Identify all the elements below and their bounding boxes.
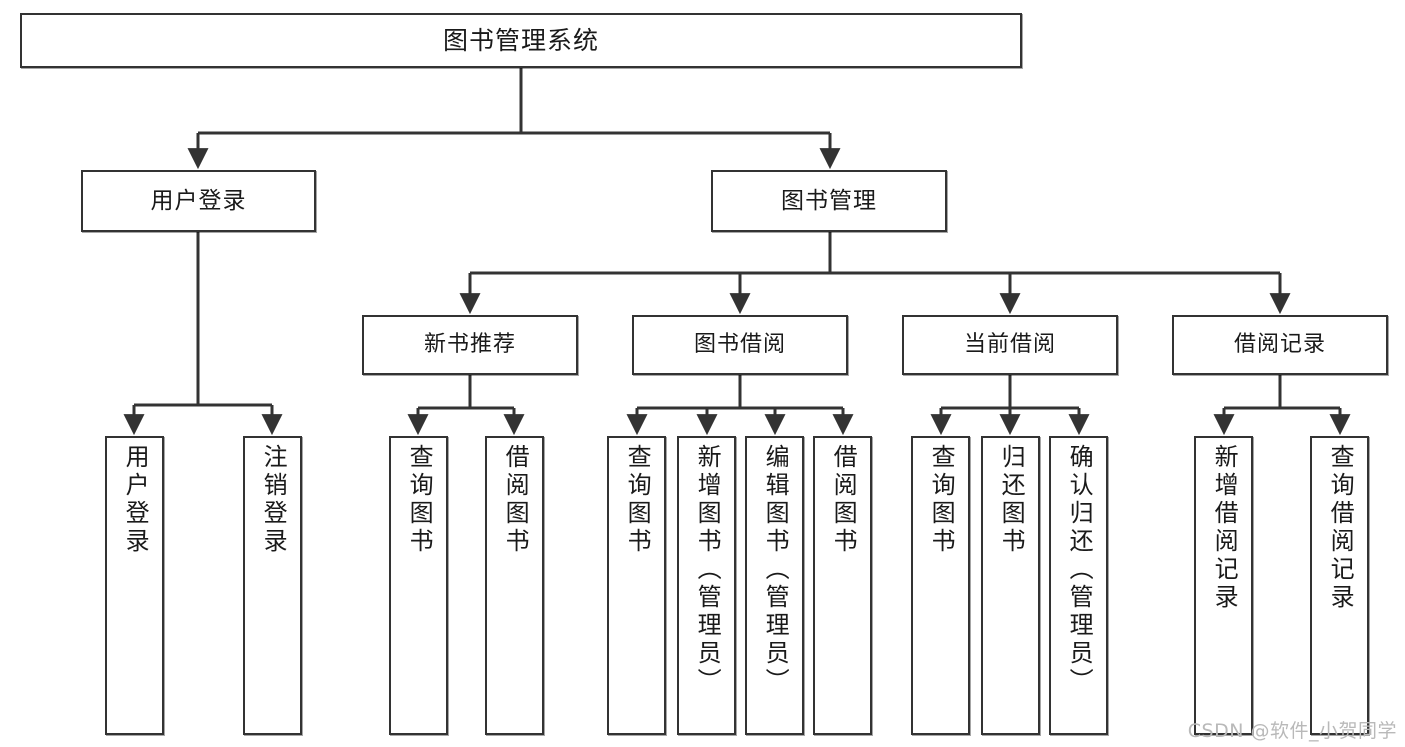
node-label: 借阅图书 bbox=[829, 444, 858, 556]
node-label: 图书管理系统 bbox=[442, 25, 599, 55]
node-label: 借阅图书 bbox=[501, 444, 530, 556]
node-root-system[interactable]: 图书管理系统 bbox=[20, 13, 1022, 68]
node-user-login[interactable]: 用户登录 bbox=[81, 170, 316, 232]
leaf-edit-book-admin[interactable]: 编辑图书（管理员） bbox=[745, 436, 804, 735]
leaf-user-login[interactable]: 用户登录 bbox=[105, 436, 164, 735]
leaf-return-book[interactable]: 归还图书 bbox=[981, 436, 1040, 735]
node-label: 当前借阅 bbox=[963, 332, 1056, 358]
node-new-book-recommend[interactable]: 新书推荐 bbox=[362, 315, 578, 375]
node-label: 编辑图书（管理员） bbox=[761, 444, 790, 696]
node-book-management[interactable]: 图书管理 bbox=[711, 170, 947, 232]
leaf-query-book-recommend[interactable]: 查询图书 bbox=[389, 436, 448, 735]
node-label: 查询图书 bbox=[405, 444, 434, 556]
leaf-borrow-book[interactable]: 借阅图书 bbox=[813, 436, 872, 735]
node-label: 归还图书 bbox=[997, 444, 1026, 556]
csdn-watermark: CSDN @软件_小贺同学 bbox=[1187, 720, 1397, 742]
leaf-logout[interactable]: 注销登录 bbox=[243, 436, 302, 735]
node-book-borrow[interactable]: 图书借阅 bbox=[632, 315, 848, 375]
leaf-query-borrow-record[interactable]: 查询借阅记录 bbox=[1310, 436, 1369, 735]
node-label: 图书管理 bbox=[781, 187, 877, 214]
node-label: 借阅记录 bbox=[1233, 332, 1326, 358]
node-label: 查询借阅记录 bbox=[1326, 444, 1355, 612]
node-label: 确认归还（管理员） bbox=[1065, 444, 1094, 696]
node-current-borrow[interactable]: 当前借阅 bbox=[902, 315, 1118, 375]
leaf-add-borrow-record[interactable]: 新增借阅记录 bbox=[1194, 436, 1253, 735]
node-borrow-records[interactable]: 借阅记录 bbox=[1172, 315, 1388, 375]
node-label: 图书借阅 bbox=[693, 332, 786, 358]
node-label: 新增借阅记录 bbox=[1210, 444, 1239, 612]
node-label: 注销登录 bbox=[259, 444, 288, 556]
node-label: 用户登录 bbox=[150, 187, 247, 214]
leaf-add-book-admin[interactable]: 新增图书（管理员） bbox=[677, 436, 736, 735]
node-label: 查询图书 bbox=[927, 444, 956, 556]
leaf-confirm-return-admin[interactable]: 确认归还（管理员） bbox=[1049, 436, 1108, 735]
leaf-query-book-borrow[interactable]: 查询图书 bbox=[607, 436, 666, 735]
node-label: 查询图书 bbox=[623, 444, 652, 556]
leaf-query-book-current[interactable]: 查询图书 bbox=[911, 436, 970, 735]
node-label: 新书推荐 bbox=[423, 332, 516, 358]
node-label: 用户登录 bbox=[121, 444, 150, 556]
node-label: 新增图书（管理员） bbox=[693, 444, 722, 696]
leaf-borrow-book-recommend[interactable]: 借阅图书 bbox=[485, 436, 544, 735]
